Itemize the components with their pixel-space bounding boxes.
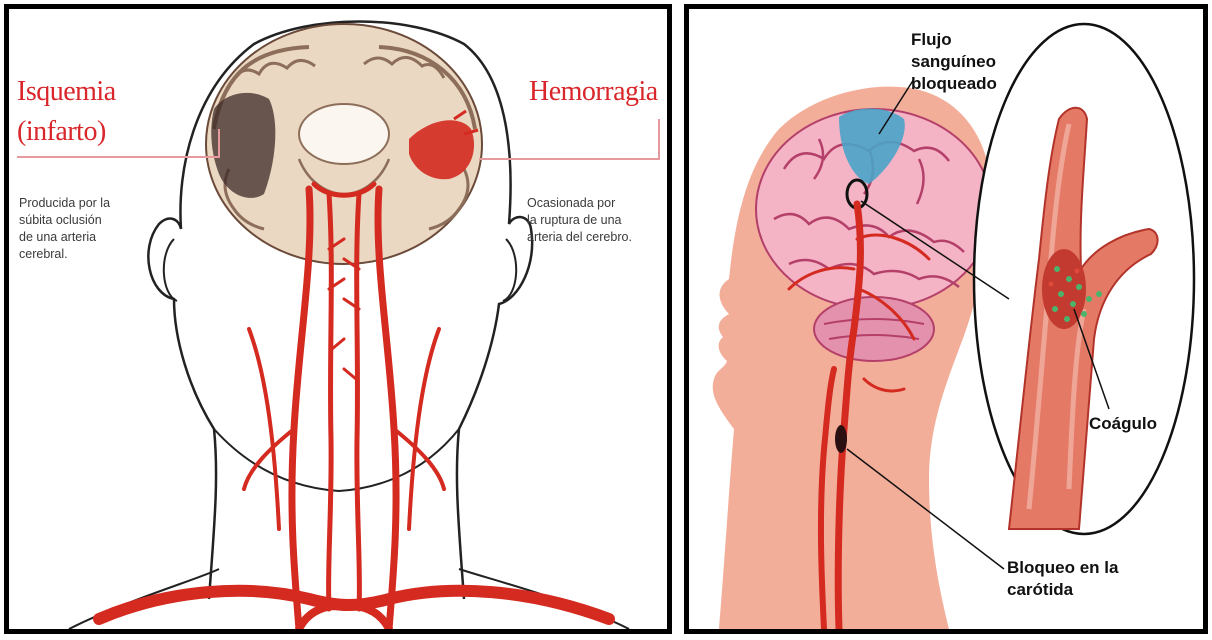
zoom-inset <box>974 24 1194 534</box>
ischemia-title: Isquemia <box>17 75 116 109</box>
brain-cross-section <box>206 24 482 264</box>
ischemia-subtitle: (infarto) <box>17 115 106 149</box>
hemorrhage-title: Hemorragia <box>529 75 658 109</box>
blocked-flow-line: Flujo <box>911 29 997 51</box>
ischemia-desc-line: cerebral. <box>19 246 159 263</box>
carotid-blockage-panel: Flujo sanguíneo bloqueado Coágulo Bloque… <box>684 4 1208 634</box>
blocked-flow-line: sanguíneo <box>911 51 997 73</box>
blocked-flow-line: bloqueado <box>911 73 997 95</box>
jaw-line <box>214 429 459 491</box>
ischemia-desc-line: de una arteria <box>19 229 159 246</box>
hemorrhage-description: Ocasionada por la ruptura de una arteria… <box>527 195 667 246</box>
carotid-blockage-illustration <box>689 9 1203 629</box>
clot-label: Coágulo <box>1089 413 1157 435</box>
carotid-line: Bloqueo en la <box>1007 557 1118 579</box>
carotid-blockage-label: Bloqueo en la carótida <box>1007 557 1118 601</box>
ischemia-desc-line: Producida por la <box>19 195 159 212</box>
carotid-blockage-spot <box>835 425 847 453</box>
ischemia-hemorrhage-panel: Isquemia (infarto) Producida por la súbi… <box>4 4 672 634</box>
right-ear <box>503 239 516 301</box>
hemorrhage-desc-line: Ocasionada por <box>527 195 667 212</box>
hemorrhage-desc-line: la ruptura de una <box>527 212 667 229</box>
left-ear <box>164 239 177 301</box>
ischemia-description: Producida por la súbita oclusión de una … <box>19 195 159 263</box>
hemorrhage-desc-line: arteria del cerebro. <box>527 229 667 246</box>
carotid-line: carótida <box>1007 579 1118 601</box>
ischemia-desc-line: súbita oclusión <box>19 212 159 229</box>
blocked-flow-label: Flujo sanguíneo bloqueado <box>911 29 997 95</box>
